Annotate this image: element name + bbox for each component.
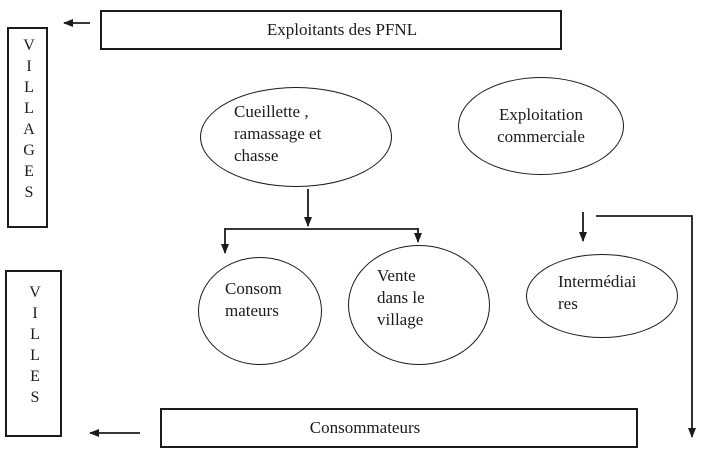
cueillette-ramassage-chasse-ellipse: Cueillette , ramassage et chasse <box>200 87 392 187</box>
exploitants-pfnl-box: Exploitants des PFNL <box>100 10 562 50</box>
consommateurs-box: Consommateurs <box>160 408 638 448</box>
intermediaires-ellipse: Intermédiai res <box>526 254 678 338</box>
villes-box: VILLES <box>5 270 62 437</box>
exploitation-commerciale-ellipse: Exploitation commerciale <box>458 77 624 175</box>
cueillette-label: Cueillette , ramassage et chasse <box>234 102 322 165</box>
vente-label: Vente dans le village <box>377 266 425 329</box>
villes-label: VILLES <box>26 284 44 410</box>
vente-dans-le-village-circle: Vente dans le village <box>348 245 490 365</box>
intermediaires-label: Intermédiai res <box>558 272 637 313</box>
consommateurs-village-circle: Consom mateurs <box>198 257 322 365</box>
exploitation-label: Exploitation commerciale <box>497 105 585 146</box>
consommateurs-circle-label: Consom mateurs <box>225 279 282 320</box>
villages-label: VILLAGES <box>20 37 38 205</box>
villages-box: VILLAGES <box>7 27 48 228</box>
consommateurs-box-label: Consommateurs <box>309 418 421 437</box>
exploitants-pfnl-label: Exploitants des PFNL <box>266 20 418 39</box>
